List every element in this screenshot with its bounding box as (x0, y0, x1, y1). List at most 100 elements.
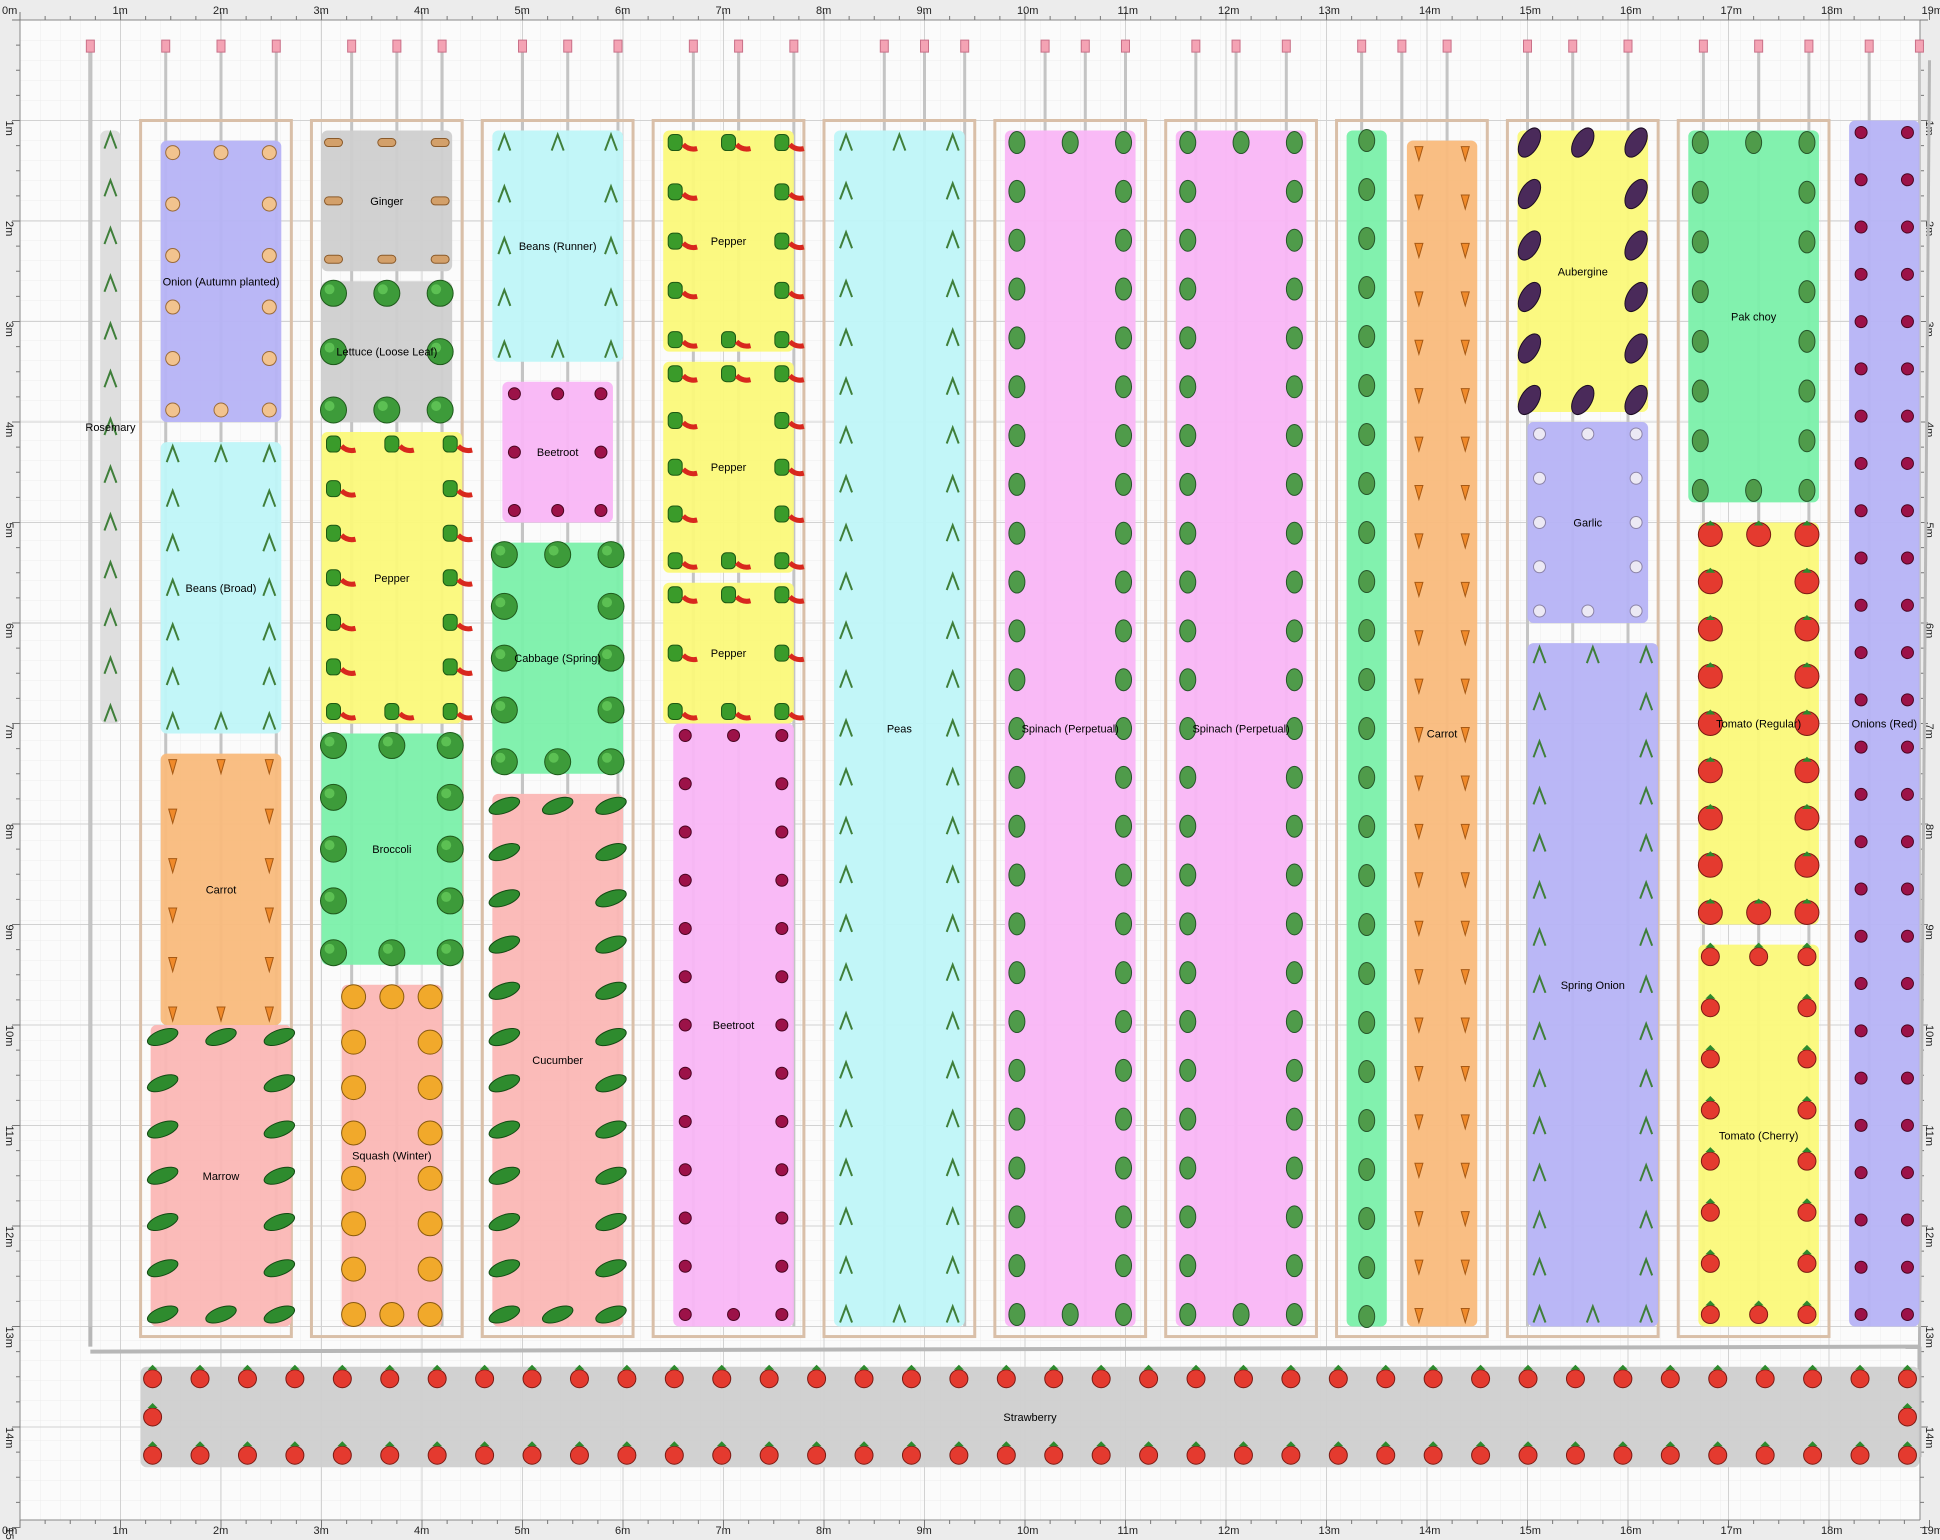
plant-bed-12[interactable]: Cabbage (Spring) (490, 541, 625, 776)
raised-bed (1676, 119, 1831, 1339)
beetroot-icon (507, 387, 608, 517)
plant-label: Cabbage (Spring) (514, 653, 601, 665)
bean-icon (497, 131, 618, 359)
ruler-top-tick: 17m (1721, 5, 1742, 17)
plant-bed-13[interactable]: Cucumber (487, 793, 629, 1327)
raised-bed (993, 119, 1148, 1339)
plant-label: Cucumber (532, 1055, 583, 1067)
plant-area (160, 442, 282, 734)
pak-choy-icon (1691, 131, 1816, 502)
kale-icon (1358, 129, 1376, 1328)
ruler-bottom-tick: 16m (1620, 1525, 1641, 1537)
plant-label: Rosemary (85, 422, 136, 434)
ruler-right-tick: 7m (1923, 724, 1935, 739)
plant-bed-0[interactable]: Rosemary (85, 129, 136, 724)
plant-bed-21[interactable] (1346, 129, 1387, 1328)
plant-area (160, 753, 282, 1025)
plant-bed-7[interactable]: Pepper (321, 432, 473, 724)
plant-area (1175, 130, 1307, 1327)
plant-bed-18[interactable]: Peas (834, 130, 965, 1327)
tap-connector (1080, 39, 1090, 53)
tap-connector (879, 39, 889, 53)
raised-bed (309, 119, 464, 1339)
aubergine-icon (1517, 127, 1648, 416)
ruler-bottom-tick: 14m (1419, 1525, 1440, 1537)
plant-bed-26[interactable]: Pak choy (1688, 130, 1819, 503)
plant-label: Spinach (Perpetual) (1192, 724, 1289, 736)
lettuce-icon (320, 279, 454, 424)
ruler-left-tick: 3m (3, 322, 15, 337)
ruler-top-tick: 4m (414, 5, 429, 17)
plant-bed-2[interactable]: Beans (Broad) (160, 442, 282, 734)
ruler-bottom-tick: 5m (515, 1525, 530, 1537)
tap-connector (1357, 39, 1367, 53)
irrigation-pipe (1917, 60, 1931, 1347)
rosemary-icon (103, 129, 118, 722)
ruler-bottom-tick: 6m (615, 1525, 630, 1537)
plant-bed-1[interactable]: Onion (Autumn planted) (160, 140, 282, 422)
raised-bed (1164, 119, 1318, 1339)
plant-bed-19[interactable]: Spinach (Perpetual) (1004, 130, 1136, 1327)
ruler-left-tick: 6m (3, 623, 15, 638)
pepper-icon (667, 134, 805, 349)
plant-bed-29[interactable]: Onions (Red) (1849, 120, 1920, 1327)
plant-bed-3[interactable]: Carrot (160, 753, 282, 1025)
tap-connector (613, 39, 623, 53)
tap-connector (1914, 39, 1924, 53)
plant-label: Spinach (Perpetual) (1022, 724, 1119, 736)
plant-bed-17[interactable]: Beetroot (673, 723, 794, 1327)
ruler-left-tick: 8m (3, 824, 15, 839)
ruler-bottom-tick: 10m (1017, 1525, 1038, 1537)
pepper-icon (667, 586, 805, 721)
plant-bed-23[interactable]: Aubergine (1514, 124, 1652, 418)
plant-bed-11[interactable]: Beetroot (502, 381, 613, 523)
tap-connector (1523, 39, 1532, 53)
tap-connector (789, 39, 799, 53)
plant-bed-28[interactable]: Tomato (Cherry) (1698, 942, 1819, 1327)
ruler-bottom-tick: 1m (113, 1525, 128, 1537)
ruler-left-tick: 15m (3, 1528, 15, 1540)
ruler-bottom-tick: 18m (1821, 1525, 1842, 1537)
plant-bed-15[interactable]: Pepper (663, 361, 805, 573)
tap-connector (85, 39, 95, 53)
onion-icon (165, 145, 277, 418)
plant-bed-8[interactable]: Broccoli (320, 732, 464, 967)
plant-bed-16[interactable]: Pepper (663, 582, 805, 724)
plant-label: Pepper (711, 648, 747, 660)
plant-area (492, 542, 623, 774)
plant-bed-25[interactable]: Spring Onion (1527, 643, 1659, 1327)
plant-bed-27[interactable]: Tomato (Regular) (1697, 520, 1820, 925)
ruler-left-tick: 14m (3, 1427, 15, 1448)
plant-label: Pepper (711, 462, 747, 474)
plant-label: Carrot (1427, 729, 1458, 741)
plant-area (321, 281, 453, 422)
ruler-left-tick: 10m (3, 1025, 15, 1046)
pepper-icon (667, 365, 805, 570)
ruler-bottom-tick: 2m (213, 1525, 228, 1537)
plant-label: Carrot (206, 884, 237, 896)
tap-connector (920, 39, 929, 53)
ruler-bottom-tick: 19m (1922, 1525, 1940, 1537)
plant-area (502, 381, 613, 523)
plant-bed-24[interactable]: Garlic (1527, 422, 1649, 623)
plant-bed-30[interactable]: Strawberry (140, 1364, 1920, 1468)
plant-bed-5[interactable]: Ginger (321, 130, 453, 272)
plant-area (321, 432, 463, 724)
plant-bed-9[interactable]: Squash (Winter) (341, 984, 443, 1327)
pea-icon (839, 131, 960, 1323)
plant-bed-20[interactable]: Spinach (Perpetual) (1175, 130, 1307, 1327)
tap-connector (1281, 39, 1291, 53)
plant-bed-6[interactable]: Lettuce (Loose Leaf) (320, 279, 454, 424)
plant-bed-10[interactable]: Beans (Runner) (492, 130, 623, 362)
ruler-top-tick: 5m (515, 5, 530, 17)
plant-label: Beetroot (537, 447, 579, 459)
plant-bed-22[interactable]: Carrot (1406, 140, 1478, 1327)
tomato-icon (1697, 520, 1820, 925)
plant-bed-4[interactable]: Marrow (145, 1025, 297, 1327)
ruler-right-tick: 3m (1923, 322, 1935, 337)
ruler-bottom-tick: 13m (1319, 1525, 1340, 1537)
plant-bed-14[interactable]: Pepper (663, 130, 805, 352)
plant-label: Broccoli (372, 844, 411, 856)
